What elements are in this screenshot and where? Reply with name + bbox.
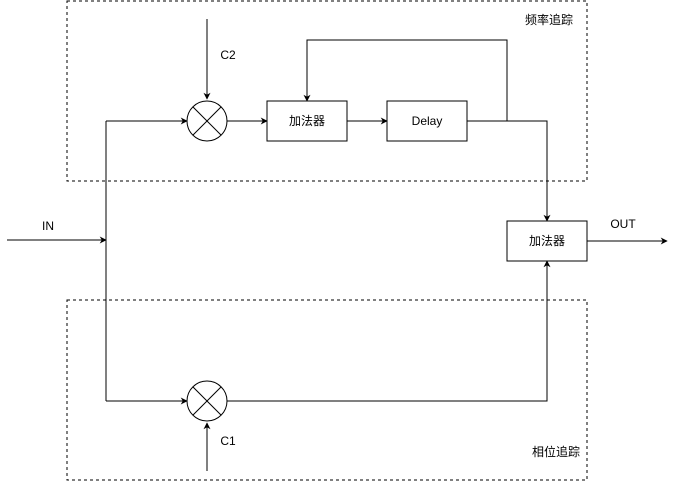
- delay-block: [386, 100, 468, 142]
- output-adder-block: [506, 220, 588, 262]
- frequency-tracking-region: [66, 0, 588, 182]
- input-label: IN: [42, 219, 54, 233]
- feedback-wire: [303, 39, 508, 121]
- c1-label: C1: [220, 434, 236, 448]
- top-adder-label: 加法器: [289, 114, 325, 128]
- output-adder-label: 加法器: [529, 234, 565, 248]
- c2-label: C2: [220, 48, 236, 62]
- top-adder-block: [266, 100, 348, 142]
- phase-tracking-label: 相位追踪: [532, 444, 580, 459]
- frequency-tracking-label: 频率追踪: [525, 12, 573, 27]
- delay-label: Delay: [412, 114, 443, 128]
- phase-to-output-adder-wire: [227, 260, 551, 402]
- phase-tracking-region: [66, 299, 588, 481]
- output-label: OUT: [610, 217, 636, 231]
- top-multiplier-icon: [186, 100, 228, 142]
- delay-to-output-adder-wire: [467, 120, 551, 222]
- bottom-multiplier-icon: [186, 380, 228, 422]
